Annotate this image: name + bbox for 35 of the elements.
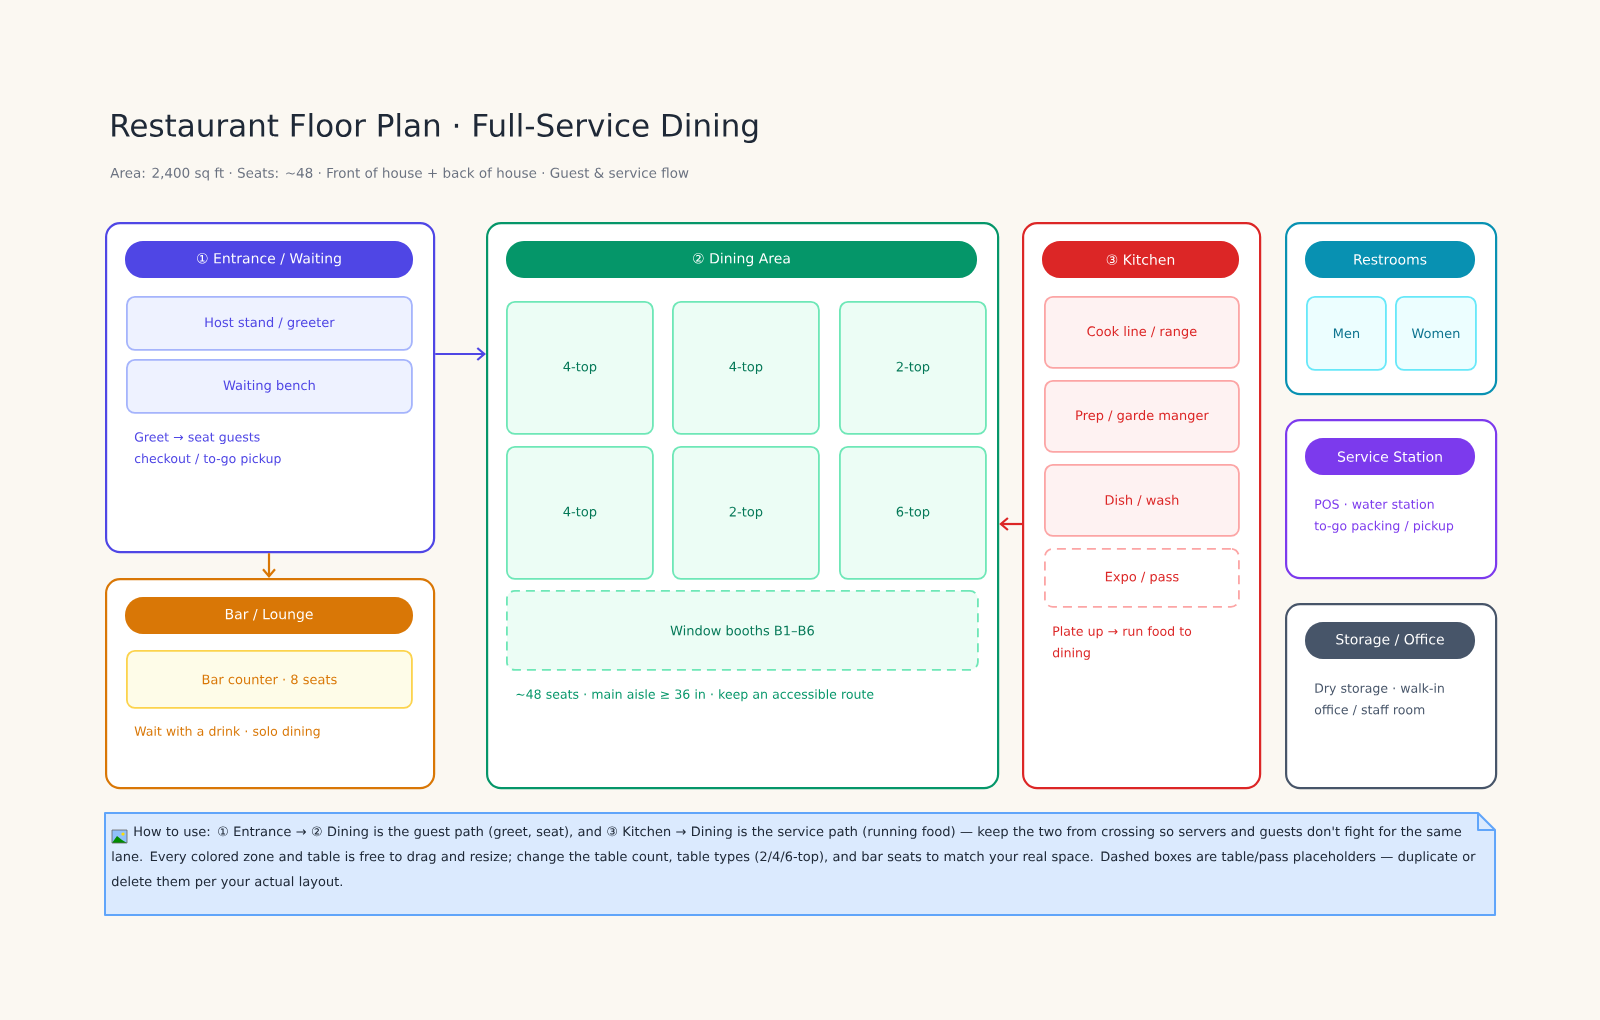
arrow [435,347,486,361]
zone-header: ③ Kitchen [1042,241,1239,278]
arrow [999,517,1022,531]
zone-note: POS · water station to-go packing / pickup [1314,499,1454,533]
booth-box: Window booths B1–B6 [506,590,979,671]
table-box: 4-top [506,446,654,580]
zone-header: Bar / Lounge [125,597,413,634]
zone-note: ~48 seats · main aisle ≥ 36 in · keep an accessible route [516,689,874,702]
table-box: 6-top [839,446,987,580]
zone-note: Dry storage · walk-in office / staff room [1314,683,1444,716]
zone-header: Service Station [1305,438,1475,475]
zone-note: Greet → seat guests checkout / to-go pickup [134,432,281,466]
title: Restaurant Floor Plan · Full-Service Dining [112,113,758,143]
zone-note: Plate up → run food to dining [1052,626,1192,660]
station-box: Expo / pass [1044,548,1240,608]
room-box: Women [1395,296,1477,371]
station-box: Host stand / greeter [126,296,413,351]
table-box: 2-top [672,446,820,580]
station-box: Dish / wash [1044,464,1240,537]
table-box: 2-top [839,301,987,435]
zone-note: Wait with a drink · solo dining [134,726,320,739]
station-box: Bar counter · 8 seats [126,650,413,709]
zone-header: Storage / Office [1305,622,1475,659]
station-box: Prep / garde manger [1044,380,1240,453]
table-box: 4-top [672,301,820,435]
subtitle: Area: 2,400 sq ft · Seats: ~48 · Front of house + back of house · Guest & service flow [110,167,689,181]
arrow [262,553,276,578]
station-box: Waiting bench [126,359,413,414]
note-card: How to use: ① Entrance → ② Dining is the guest path (greet, seat), and ③ Kitchen → Dining is the service path (running food) — keep the two from crossing so servers and guests don't fight for the same lane. Every colored zone and table is free to drag and resize; change the table count, table types (2/4/6-top), and bar seats to match your real space. Dashed boxes are table/pass placeholders — duplicate or delete them per your actual layout. [104,812,1496,916]
zone-header: Restrooms [1305,241,1475,278]
zone-header: ① Entrance / Waiting [125,241,413,278]
station-box: Cook line / range [1044,296,1240,369]
table-box: 4-top [506,301,654,435]
room-box: Men [1306,296,1387,371]
zone-header: ② Dining Area [506,241,977,278]
